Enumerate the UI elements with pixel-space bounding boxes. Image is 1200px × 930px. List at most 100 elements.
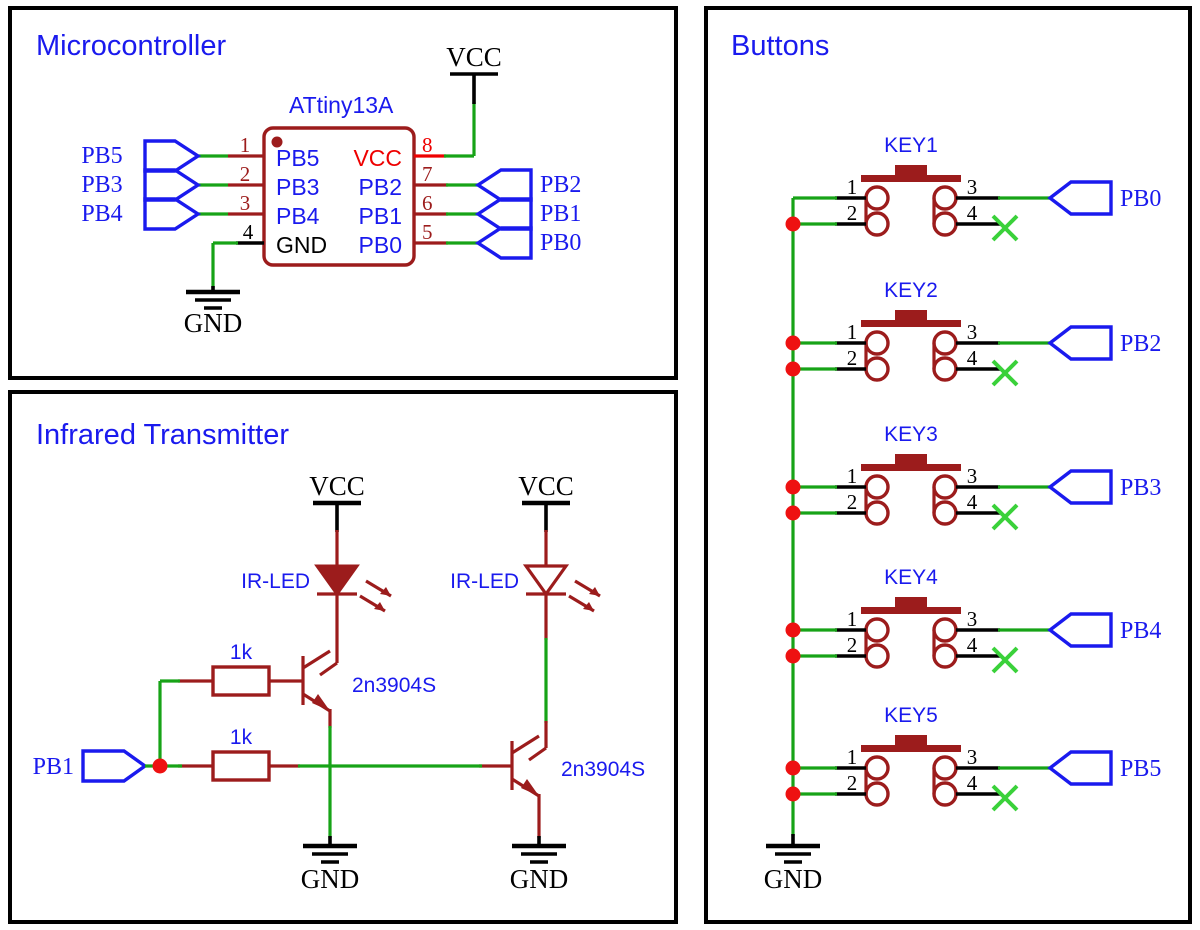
bus-connector-right[interactable] <box>474 168 533 260</box>
key-pole-4 <box>932 356 958 382</box>
key-output-port <box>1047 750 1113 786</box>
input-port-pb1[interactable] <box>81 749 148 783</box>
panel-microcontroller-title: Microcontroller <box>36 30 226 62</box>
junction-dot-bus <box>785 479 801 495</box>
key-pole-3 <box>932 755 958 781</box>
key-net-label: PB3 <box>1120 475 1161 501</box>
key-output-port <box>1047 469 1113 505</box>
resistor-value-ir1: 1k <box>230 641 253 664</box>
junction-dot-bus <box>785 505 801 521</box>
key-pole-4 <box>932 211 958 237</box>
bus-connector-left[interactable] <box>143 139 202 231</box>
junction-dot-bus <box>785 335 801 351</box>
net-label-pb2-right: PB2 <box>540 172 581 198</box>
led-label-ir2: IR-LED <box>450 570 519 593</box>
resistor-value-ir2: 1k <box>230 726 253 749</box>
gnd-symbol-label-ir1: GND <box>301 864 360 894</box>
ic-pin-number-1: 1 <box>240 133 251 157</box>
ic-pin-number-3: 3 <box>240 191 251 215</box>
key-pole-4 <box>932 500 958 526</box>
ir-stage-2: VCC IR-LED <box>178 471 645 894</box>
key-net-label: PB2 <box>1120 331 1161 357</box>
junction-dot-bus <box>785 786 801 802</box>
ic-pin-number-5: 5 <box>422 220 433 244</box>
key-net-label: PB4 <box>1120 618 1161 644</box>
gnd-symbol-label-ir2: GND <box>510 864 569 894</box>
gnd-symbol-label-buttons: GND <box>764 864 823 894</box>
key-pin-number-4: 4 <box>967 771 978 795</box>
ic-pin1-marker-dot <box>271 136 283 148</box>
ic-pin-number-4: 4 <box>243 220 254 244</box>
ic-pin-number-6: 6 <box>422 191 433 215</box>
junction-dot-bus <box>785 760 801 776</box>
key-pole-1 <box>864 755 890 781</box>
ic-pin-name-pb4: PB4 <box>276 203 320 229</box>
no-connect-cross-icon <box>991 214 1019 242</box>
key-pin-number-2: 2 <box>847 490 858 514</box>
net-label-pb5-left: PB5 <box>81 143 122 169</box>
junction-dot-bus <box>785 648 801 664</box>
key-designator-label: KEY4 <box>884 566 938 589</box>
junction-dot-bus <box>785 216 801 232</box>
key-pole-3 <box>932 474 958 500</box>
key-pole-2 <box>864 211 890 237</box>
key-pusher-cap <box>895 597 927 608</box>
key-pole-2 <box>864 356 890 382</box>
led-emission-arrows-ir1 <box>359 579 392 613</box>
panel-buttons-title: Buttons <box>731 30 829 62</box>
resistor-body-ir2 <box>211 750 271 782</box>
transistor-symbol-ir1 <box>270 649 332 728</box>
led-symbol-ir2 <box>522 564 601 748</box>
ic-body-attiny13a <box>262 126 416 267</box>
ic-left-pin-wires <box>198 154 264 288</box>
key-pin-number-4: 4 <box>967 490 978 514</box>
vcc-symbol-label-ir1: VCC <box>309 471 365 501</box>
key-output-port <box>1047 180 1113 216</box>
no-connect-cross-icon <box>991 503 1019 531</box>
ir-stage-1: VCC IR-LED <box>160 471 436 894</box>
key-pin-number-1: 1 <box>847 320 858 344</box>
led-symbol-ir1 <box>314 564 392 648</box>
ic-designator-label: ATtiny13A <box>289 92 394 118</box>
gnd-symbol-ir1 <box>303 843 357 864</box>
key-pole-1 <box>864 185 890 211</box>
key-pin-number-3: 3 <box>967 175 978 199</box>
key-pin-number-3: 3 <box>967 745 978 769</box>
key-pole-3 <box>932 330 958 356</box>
net-label-pb1-right: PB1 <box>540 201 581 227</box>
ic-pin-name-gnd: GND <box>276 232 327 258</box>
ic-pin-number-7: 7 <box>422 162 433 186</box>
ic-pin-name-pb5: PB5 <box>276 145 319 171</box>
key-pusher-bar <box>861 607 961 614</box>
key-output-port <box>1047 325 1113 361</box>
key-pin-number-3: 3 <box>967 320 978 344</box>
ic-right-pin-wires <box>414 72 498 245</box>
vcc-symbol-label-mcu: VCC <box>446 42 502 72</box>
no-connect-cross-icon <box>991 359 1019 387</box>
transistor-symbol-ir2 <box>479 734 541 838</box>
net-label-pb4-left: PB4 <box>81 201 122 227</box>
transistor-label-ir1: 2n3904S <box>352 674 436 697</box>
key-pusher-cap <box>895 310 927 321</box>
gnd-symbol-ir2 <box>512 843 566 864</box>
key-designator-label: KEY1 <box>884 134 938 157</box>
key-pin-number-2: 2 <box>847 633 858 657</box>
ic-pin-number-2: 2 <box>240 162 251 186</box>
net-label-pb3-left: PB3 <box>81 172 122 198</box>
key-pin-number-2: 2 <box>847 346 858 370</box>
ic-pin-name-pb1: PB1 <box>359 203 402 229</box>
key-pin-number-2: 2 <box>847 771 858 795</box>
led-label-ir1: IR-LED <box>241 570 310 593</box>
panel-infrared-border <box>8 390 678 924</box>
resistor-body-ir1 <box>211 665 271 697</box>
key-designator-label: KEY3 <box>884 423 938 446</box>
net-label-pb0-right: PB0 <box>540 230 581 256</box>
key-pusher-bar <box>861 745 961 752</box>
